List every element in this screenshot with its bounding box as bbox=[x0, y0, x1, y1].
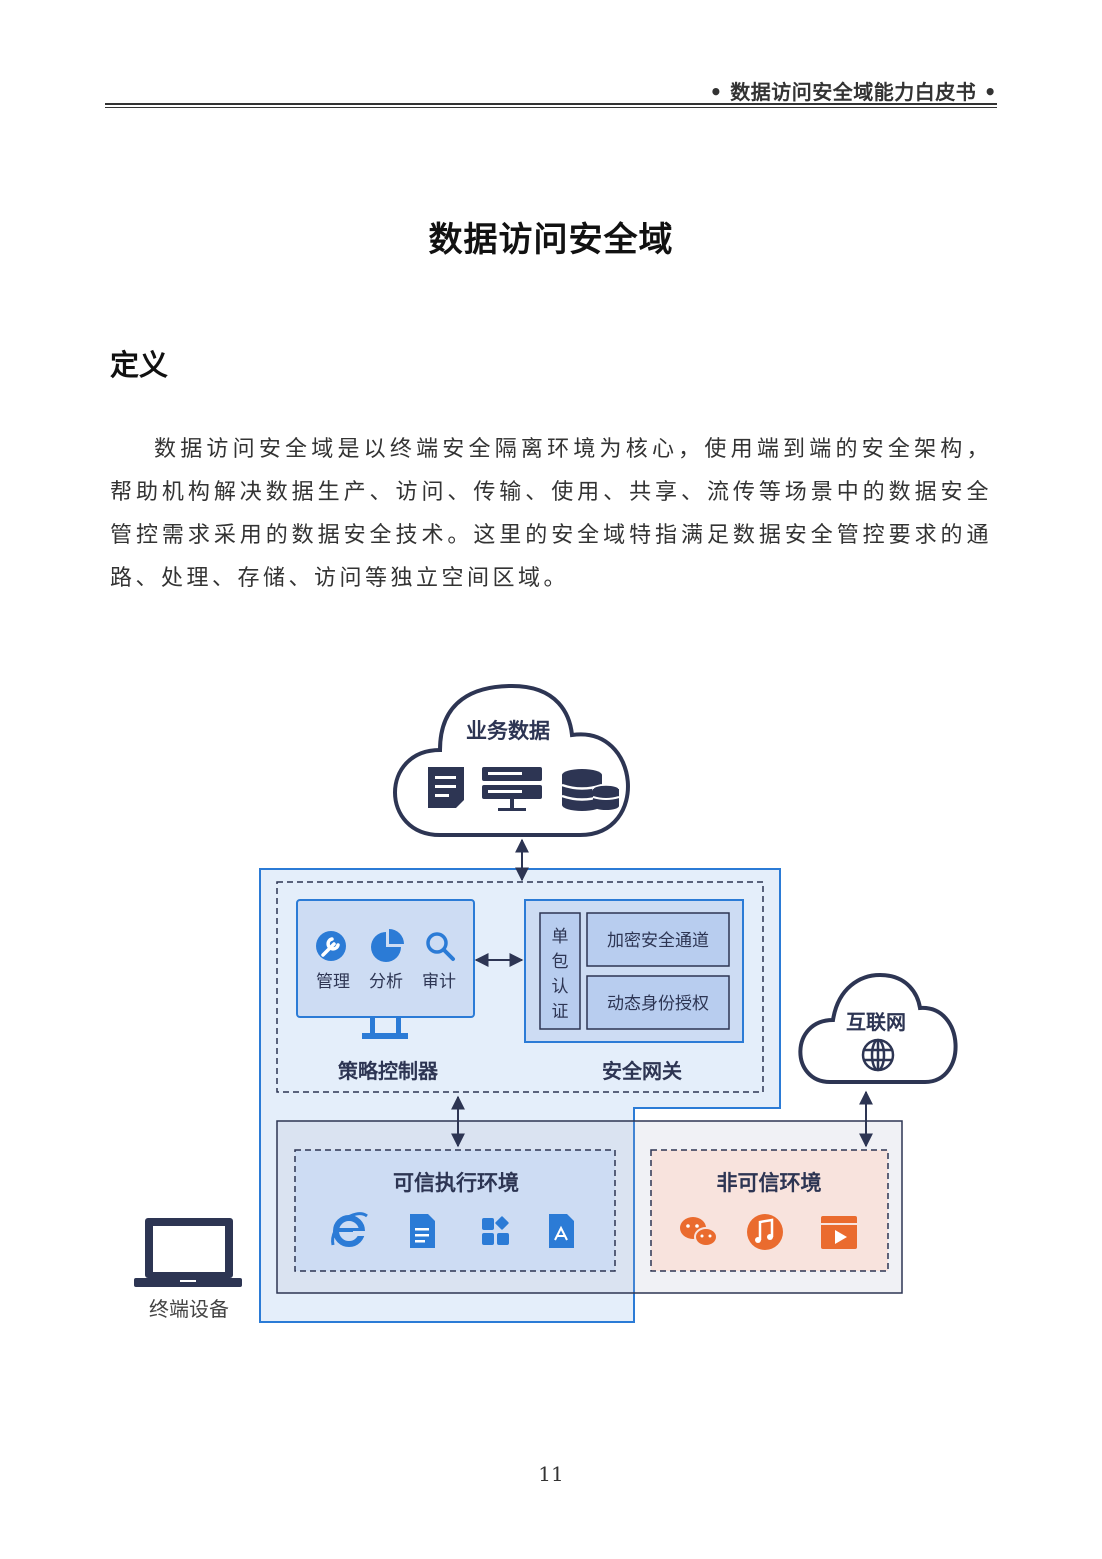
dynamic-auth-label: 动态身份授权 bbox=[607, 994, 709, 1014]
encrypted-channel-box bbox=[586, 912, 730, 967]
database-icon bbox=[561, 769, 620, 811]
business-data-label: 业务数据 bbox=[466, 719, 550, 743]
page-number: 11 bbox=[538, 1462, 564, 1486]
monitor-stand bbox=[370, 1017, 375, 1035]
policy-item-label: 管理 bbox=[316, 972, 350, 992]
page-title: 数据访问安全域 bbox=[428, 220, 674, 260]
header-title: • 数据访问安全域能力白皮书 • bbox=[709, 80, 997, 104]
policy-item-label: 审计 bbox=[422, 972, 456, 992]
encrypted-channel-label: 加密安全通道 bbox=[607, 931, 709, 951]
terminal-label: 终端设备 bbox=[149, 1297, 229, 1321]
spa-char: 认 bbox=[552, 977, 569, 997]
globe-icon bbox=[861, 1038, 895, 1072]
file-icon bbox=[410, 1214, 435, 1248]
body-paragraph: 数据访问安全域是以终端安全隔离环境为核心，使用端到端的安全架构，帮助机构解决数据… bbox=[110, 437, 992, 591]
document-icon bbox=[428, 767, 464, 808]
section-heading: 定义 bbox=[110, 348, 169, 382]
security-gateway-label: 安全网关 bbox=[602, 1059, 682, 1083]
music-icon bbox=[747, 1214, 783, 1250]
pdf-icon bbox=[549, 1214, 574, 1248]
laptop-icon bbox=[134, 1218, 242, 1287]
server-icon bbox=[482, 767, 542, 811]
apps-icon bbox=[482, 1216, 509, 1245]
header-rule-thin bbox=[105, 107, 997, 108]
dynamic-auth-box bbox=[586, 975, 730, 1030]
internet-label: 互联网 bbox=[846, 1010, 906, 1034]
control-zone bbox=[276, 881, 764, 1093]
monitor-stand-leg bbox=[396, 1017, 401, 1035]
internet-cloud bbox=[798, 972, 958, 1084]
wechat-icon bbox=[680, 1217, 718, 1247]
video-icon bbox=[821, 1216, 857, 1249]
spa-char: 单 bbox=[552, 927, 569, 947]
header-rule bbox=[105, 103, 997, 105]
spa-char: 证 bbox=[552, 1002, 569, 1022]
trusted-env-label: 可信执行环境 bbox=[393, 1171, 519, 1195]
spa-char: 包 bbox=[552, 952, 569, 972]
ie-browser-icon bbox=[331, 1212, 368, 1247]
policy-controller-label: 策略控制器 bbox=[338, 1059, 439, 1083]
pie-chart-icon bbox=[371, 929, 404, 962]
untrusted-env-box bbox=[650, 1149, 889, 1272]
policy-item-label: 分析 bbox=[369, 972, 403, 992]
untrusted-env-label: 非可信环境 bbox=[717, 1171, 822, 1195]
business-data-cloud bbox=[393, 683, 630, 837]
spa-box bbox=[539, 912, 581, 1030]
search-icon bbox=[426, 932, 455, 961]
trusted-env-box bbox=[294, 1149, 616, 1272]
monitor-base bbox=[362, 1033, 408, 1039]
wrench-icon bbox=[316, 931, 346, 961]
